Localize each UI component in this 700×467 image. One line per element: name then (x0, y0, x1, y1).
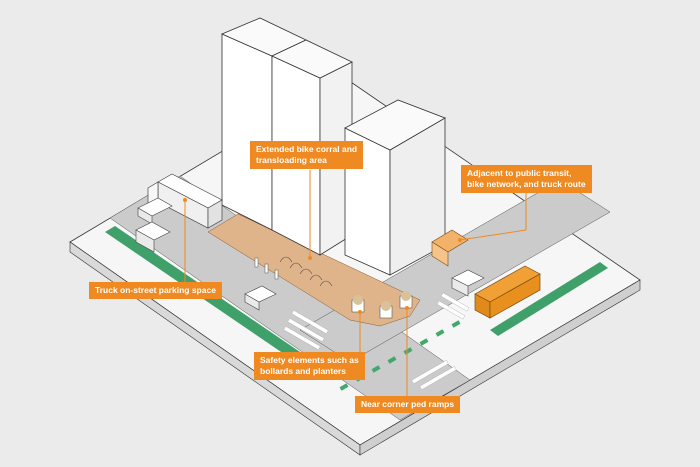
car-3 (451, 269, 485, 297)
car-1 (137, 197, 173, 225)
bus-shelter (431, 229, 469, 267)
building-3-top (344, 99, 446, 151)
planters (351, 291, 413, 319)
leader-dots (183, 198, 462, 314)
buildings (220, 17, 446, 276)
van (135, 221, 171, 253)
leader-lines (184, 170, 527, 396)
delivery-truck (147, 173, 223, 229)
callout-truck-parking: Truck on-street parking space (89, 282, 222, 299)
bus (474, 265, 541, 319)
bike-lane-right (490, 262, 608, 336)
building-1-front (221, 33, 273, 231)
callout-transit: Adjacent to public transit, bike network… (461, 165, 592, 193)
bike-racks (279, 256, 333, 287)
car-2 (244, 285, 277, 311)
callout-safety: Safety elements such as bollards and pla… (254, 352, 365, 380)
transloading-plaza (207, 213, 421, 327)
building-2-top (271, 39, 353, 79)
callout-bike-corral: Extended bike corral and transloading ar… (250, 141, 364, 169)
crosswalk-white (283, 292, 470, 390)
callout-ped-ramps: Near corner ped ramps (355, 396, 461, 413)
bollards (254, 257, 279, 280)
